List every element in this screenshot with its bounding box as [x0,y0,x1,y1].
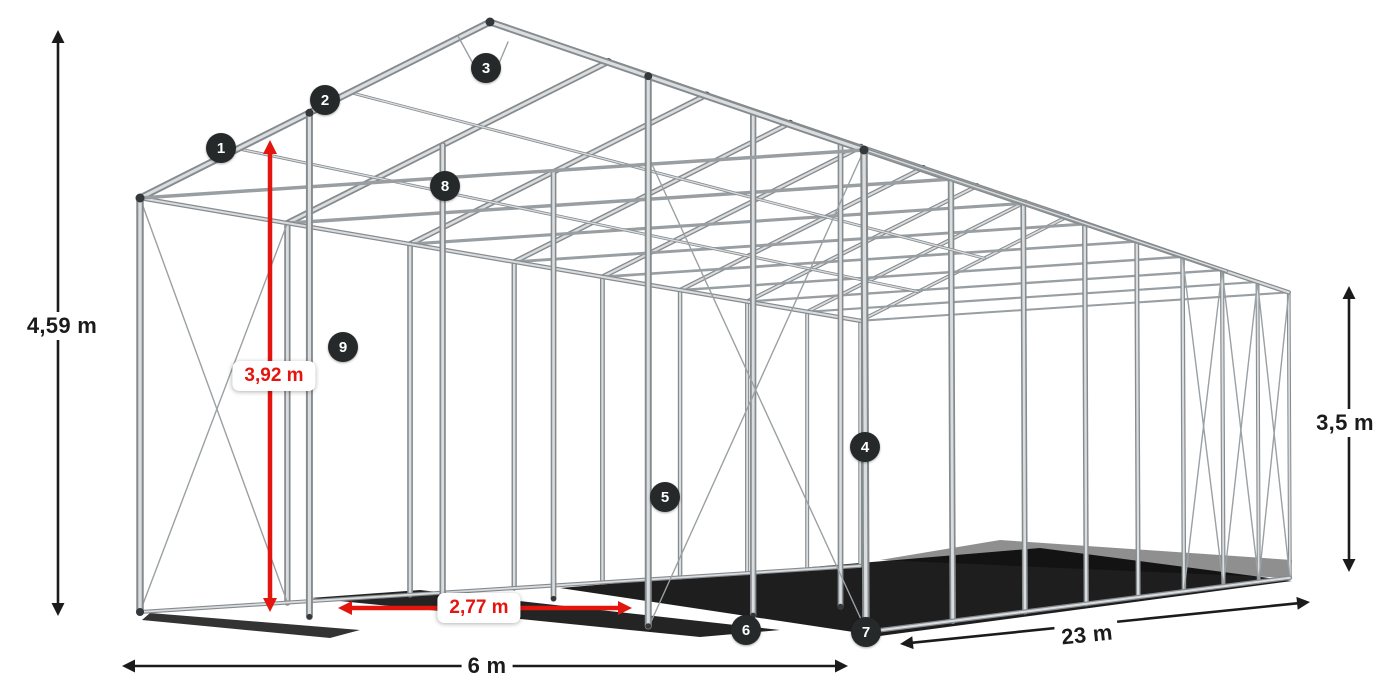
tent-frame-diagram: 4,59 m 3,5 m 6 m 23 m 3,92 m 2,77 m 1 2 … [26,17,1374,678]
tent-frame-illustration [51,17,1356,673]
